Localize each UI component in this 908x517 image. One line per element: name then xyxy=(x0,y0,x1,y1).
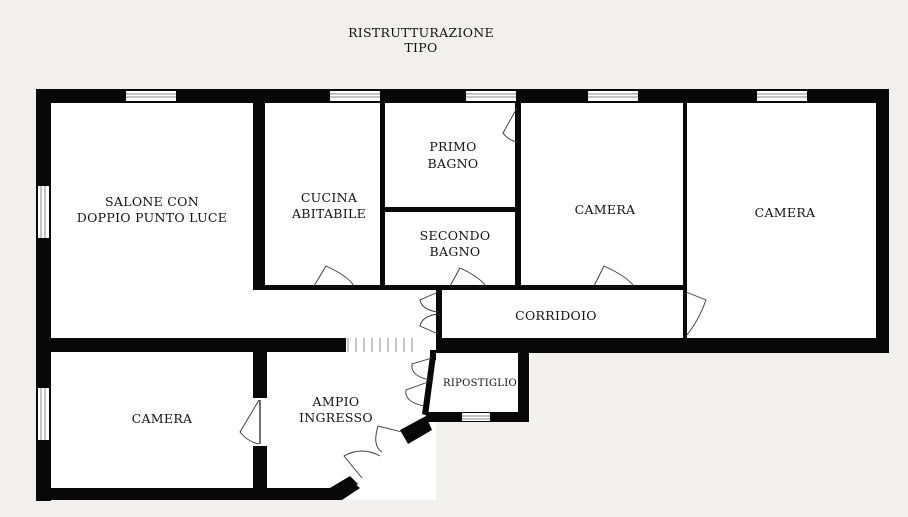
room-ripostiglio-label: RIPOSTIGLIO xyxy=(443,378,517,389)
door-camera-3 xyxy=(239,399,261,445)
door-camera-1 xyxy=(593,265,635,288)
window-top-3 xyxy=(466,91,516,101)
window-ripostiglio xyxy=(462,413,490,421)
room-secondo-bagno-label-2: BAGNO xyxy=(430,244,481,259)
window-left-1 xyxy=(38,186,49,238)
windows xyxy=(38,91,807,440)
door-cucina xyxy=(313,265,355,288)
door-primo-bagno xyxy=(502,107,519,143)
room-ingresso-label-1: AMPIO xyxy=(312,394,360,409)
room-salone-label-1: SALONE CON xyxy=(105,194,199,209)
door-ingresso xyxy=(343,425,403,479)
room-camera-3-label: CAMERA xyxy=(132,411,193,426)
passage-marks xyxy=(347,338,413,352)
room-cucina-label-1: CUCINA xyxy=(301,190,358,205)
door-secondo-bagno xyxy=(449,267,487,288)
window-top-1 xyxy=(126,91,176,101)
plan-subtitle: TIPO xyxy=(404,40,437,55)
room-secondo-bagno-label-1: SECONDO xyxy=(420,228,491,243)
window-left-2 xyxy=(38,388,49,440)
room-salone-label-2: DOPPIO PUNTO LUCE xyxy=(77,210,227,225)
room-primo-bagno-label-2: BAGNO xyxy=(428,156,479,171)
room-labels: SALONE CON DOPPIO PUNTO LUCE CUCINA ABIT… xyxy=(77,139,816,426)
window-top-5 xyxy=(757,91,807,101)
floor-areas xyxy=(36,89,888,500)
plan-title: RISTRUTTURAZIONE xyxy=(348,25,494,40)
room-camera-2-label: CAMERA xyxy=(755,205,816,220)
room-corridoio-label: CORRIDOIO xyxy=(515,308,597,323)
door-camera-2 xyxy=(684,291,707,337)
doors xyxy=(239,107,707,479)
room-cucina-label-2: ABITABILE xyxy=(291,206,366,221)
room-ingresso-label-2: INGRESSO xyxy=(299,410,373,425)
door-corridoio xyxy=(419,291,440,335)
door-ripostiglio xyxy=(405,357,433,407)
window-top-4 xyxy=(588,91,638,101)
room-primo-bagno-label-1: PRIMO xyxy=(429,139,476,154)
room-camera-1-label: CAMERA xyxy=(575,202,636,217)
window-top-2 xyxy=(330,91,380,101)
